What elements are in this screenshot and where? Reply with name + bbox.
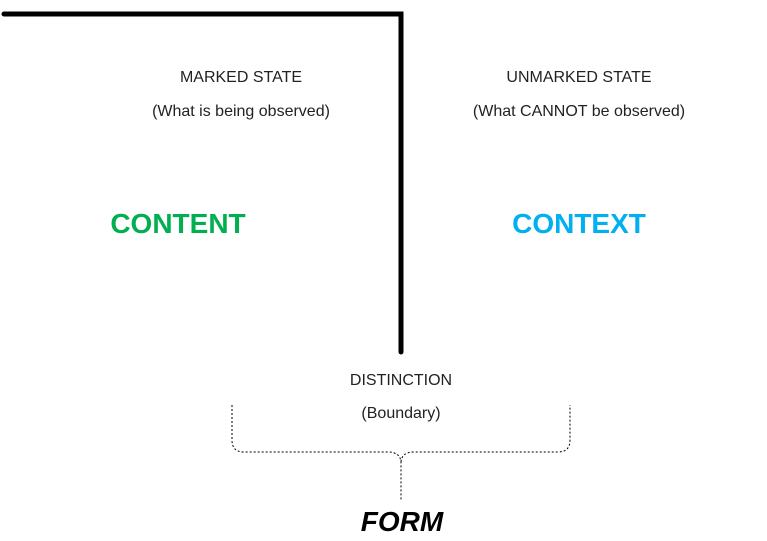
content-label: CONTENT <box>110 208 246 239</box>
marked-state-subtitle: (What is being observed) <box>152 103 330 120</box>
distinction-subtitle: (Boundary) <box>361 405 441 422</box>
form-label: FORM <box>360 506 444 537</box>
unmarked-state-title: UNMARKED STATE <box>506 69 652 86</box>
unmarked-state-subtitle: (What CANNOT be observed) <box>472 103 686 120</box>
marked-state-title: MARKED STATE <box>179 69 303 86</box>
distinction-mark-line <box>1 11 404 355</box>
distinction-title: DISTINCTION <box>349 372 453 389</box>
context-label: CONTEXT <box>512 208 646 239</box>
form-brace <box>231 405 571 500</box>
